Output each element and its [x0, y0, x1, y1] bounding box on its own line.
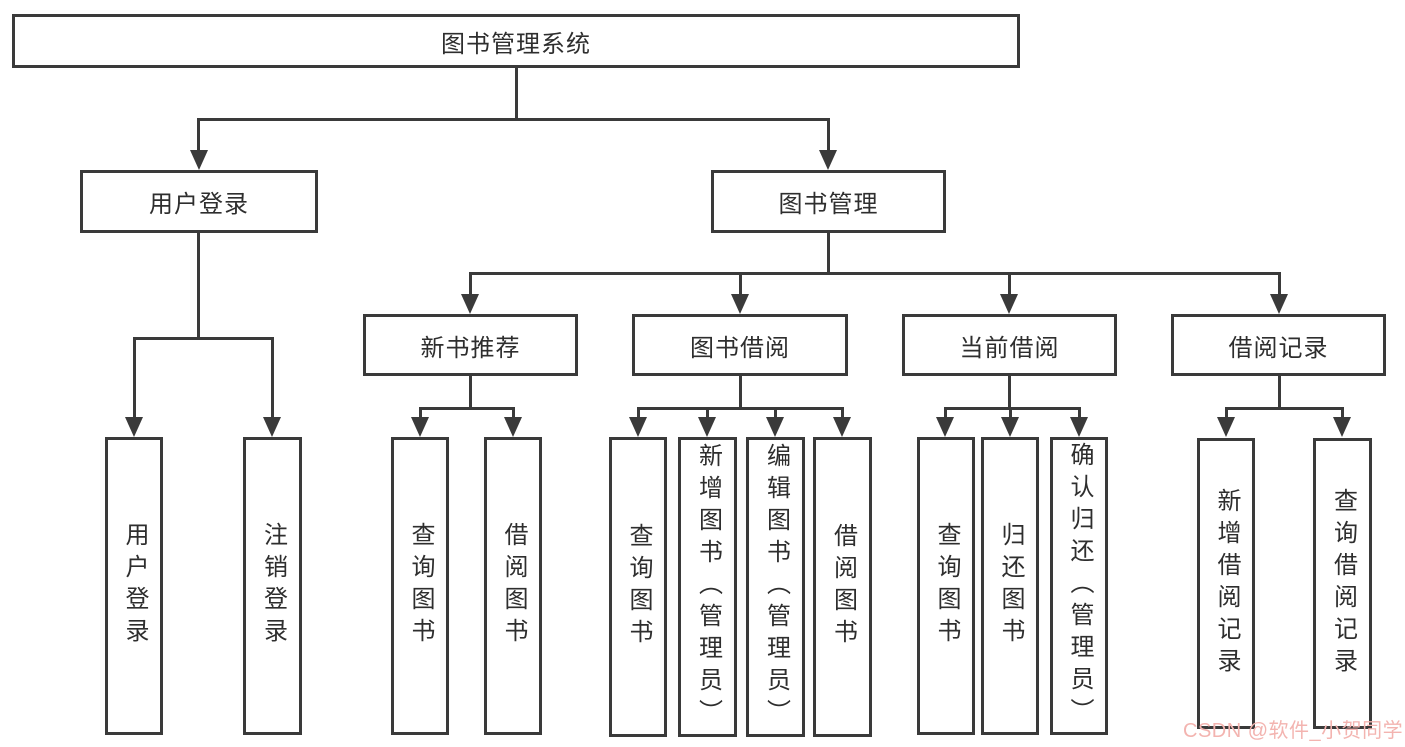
node-current-borrowing: 当前借阅: [902, 314, 1117, 376]
node-label-leaf-borrow-books-1: 借阅图书: [500, 522, 527, 650]
connector-line: [133, 337, 274, 340]
connector-line: [706, 407, 709, 419]
node-book-borrowing: 图书借阅: [632, 314, 848, 376]
node-user-login-branch: 用户登录: [80, 170, 318, 233]
arrowhead-icon: [1333, 417, 1351, 437]
connector-line: [197, 118, 200, 152]
arrowhead-icon: [1217, 417, 1235, 437]
node-leaf-query-books-2: 查询图书: [609, 437, 667, 737]
node-label-leaf-query-borrow-record: 查询借阅记录: [1329, 487, 1357, 680]
node-leaf-add-books-admin: 新增图书（管理员）: [678, 437, 737, 737]
node-leaf-borrow-books-1: 借阅图书: [484, 437, 542, 735]
connector-line: [944, 407, 947, 419]
node-label-borrowing-records: 借阅记录: [1228, 334, 1329, 362]
connector-line: [469, 376, 472, 407]
node-leaf-query-books-1: 查询图书: [391, 437, 449, 735]
node-label-leaf-query-books-2: 查询图书: [625, 523, 652, 651]
arrowhead-icon: [1070, 417, 1088, 437]
node-label-leaf-return-books: 归还图书: [997, 522, 1024, 650]
node-label-book-management-branch: 图书管理: [778, 191, 879, 218]
connector-line: [944, 407, 1081, 410]
arrowhead-icon: [1001, 417, 1019, 437]
connector-line: [271, 337, 274, 419]
arrowhead-icon: [190, 150, 208, 170]
connector-line: [1278, 376, 1281, 407]
node-library-management-system: 图书管理系统: [12, 14, 1020, 68]
connector-line: [515, 68, 518, 118]
connector-line: [841, 407, 844, 419]
node-leaf-return-books: 归还图书: [981, 437, 1039, 735]
node-leaf-add-borrow-record: 新增借阅记录: [1197, 438, 1255, 729]
watermark: CSDN @软件_小贺同学: [1183, 720, 1404, 742]
node-leaf-query-borrow-record: 查询借阅记录: [1313, 438, 1372, 729]
connector-line: [827, 118, 830, 152]
connector-line: [1009, 407, 1012, 419]
arrowhead-icon: [504, 417, 522, 437]
connector-line: [469, 272, 472, 296]
node-label-root: 图书管理系统: [441, 30, 591, 58]
arrowhead-icon: [461, 294, 479, 314]
node-new-book-recommendation: 新书推荐: [363, 314, 578, 376]
arrowhead-icon: [698, 417, 716, 437]
node-label-leaf-borrow-books-2: 借阅图书: [829, 523, 857, 651]
node-label-leaf-user-login: 用户登录: [121, 522, 148, 650]
connector-line: [637, 407, 844, 410]
node-leaf-borrow-books-2: 借阅图书: [813, 437, 872, 737]
connector-line: [197, 118, 830, 121]
connector-line: [512, 407, 515, 419]
connector-line: [1008, 272, 1011, 296]
node-label-leaf-edit-books-admin: 编辑图书（管理员）: [762, 443, 790, 731]
connector-line: [1278, 272, 1281, 296]
connector-line: [419, 407, 422, 419]
node-label-leaf-confirm-return-admin: 确认归还（管理员）: [1066, 442, 1093, 730]
connector-line: [1225, 407, 1228, 419]
connector-line: [1078, 407, 1081, 419]
node-label-leaf-add-books-admin: 新增图书（管理员）: [694, 443, 722, 731]
node-label-book-borrowing: 图书借阅: [690, 334, 790, 362]
node-leaf-logout: 注销登录: [243, 437, 302, 735]
connector-line: [827, 233, 830, 272]
node-label-leaf-query-books-3: 查询图书: [933, 522, 960, 650]
node-leaf-user-login: 用户登录: [105, 437, 163, 735]
arrowhead-icon: [411, 417, 429, 437]
connector-line: [197, 233, 200, 337]
arrowhead-icon: [766, 417, 784, 437]
arrowhead-icon: [1270, 294, 1288, 314]
connector-line: [469, 272, 1280, 275]
node-borrowing-records: 借阅记录: [1171, 314, 1386, 376]
connector-line: [419, 407, 515, 410]
node-leaf-confirm-return-admin: 确认归还（管理员）: [1050, 437, 1108, 735]
arrowhead-icon: [936, 417, 954, 437]
connector-line: [774, 407, 777, 419]
connector-line: [1225, 407, 1344, 410]
connector-line: [637, 407, 640, 419]
arrowhead-icon: [125, 417, 143, 437]
node-label-new-book-recommendation: 新书推荐: [420, 334, 521, 362]
arrowhead-icon: [629, 417, 647, 437]
node-label-leaf-add-borrow-record: 新增借阅记录: [1213, 487, 1240, 680]
arrowhead-icon: [819, 150, 837, 170]
connector-line: [739, 272, 742, 296]
arrowhead-icon: [1000, 294, 1018, 314]
node-leaf-query-books-3: 查询图书: [917, 437, 975, 735]
arrowhead-icon: [833, 417, 851, 437]
connector-line: [133, 337, 136, 419]
node-label-leaf-logout: 注销登录: [259, 522, 287, 650]
node-label-user-login-branch: 用户登录: [149, 191, 249, 218]
connector-line: [1008, 376, 1011, 407]
arrowhead-icon: [263, 417, 281, 437]
node-leaf-edit-books-admin: 编辑图书（管理员）: [746, 437, 805, 737]
node-label-current-borrowing: 当前借阅: [959, 334, 1060, 362]
node-book-management-branch: 图书管理: [711, 170, 946, 233]
connector-line: [739, 376, 742, 407]
node-label-leaf-query-books-1: 查询图书: [407, 522, 434, 650]
arrowhead-icon: [731, 294, 749, 314]
connector-line: [1341, 407, 1344, 419]
